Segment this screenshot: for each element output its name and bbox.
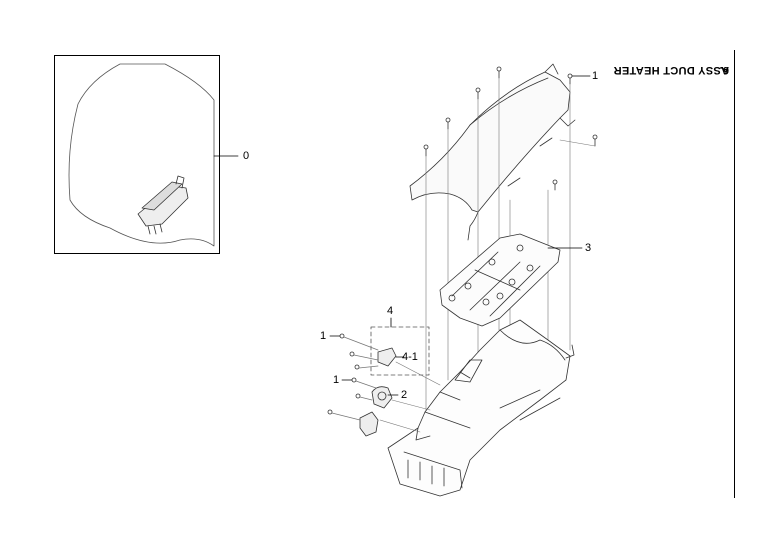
callout-1-low: 1 [333,374,340,386]
callout-4-1: 4-1 [402,351,418,363]
inset-dryer-drawing [68,63,215,247]
heater-plate [439,233,561,327]
callout-0: 0 [243,150,250,162]
bracket [359,411,379,437]
duct-cover [409,63,576,241]
kit-4-box [370,326,430,376]
thermostat-4-1 [377,347,397,367]
assembly-inset-box [54,55,220,254]
callout-1-mid: 1 [320,330,327,342]
callout-3: 3 [585,242,592,254]
screw-1-mid [339,333,345,339]
margin-rule [734,50,735,498]
callout-2: 2 [401,389,408,401]
callout-1-top: 1 [592,70,599,82]
duct-housing [387,319,575,497]
screw-1-low [351,377,357,383]
thermal-fuse-2 [371,386,393,409]
callout-4: 4 [387,305,394,317]
